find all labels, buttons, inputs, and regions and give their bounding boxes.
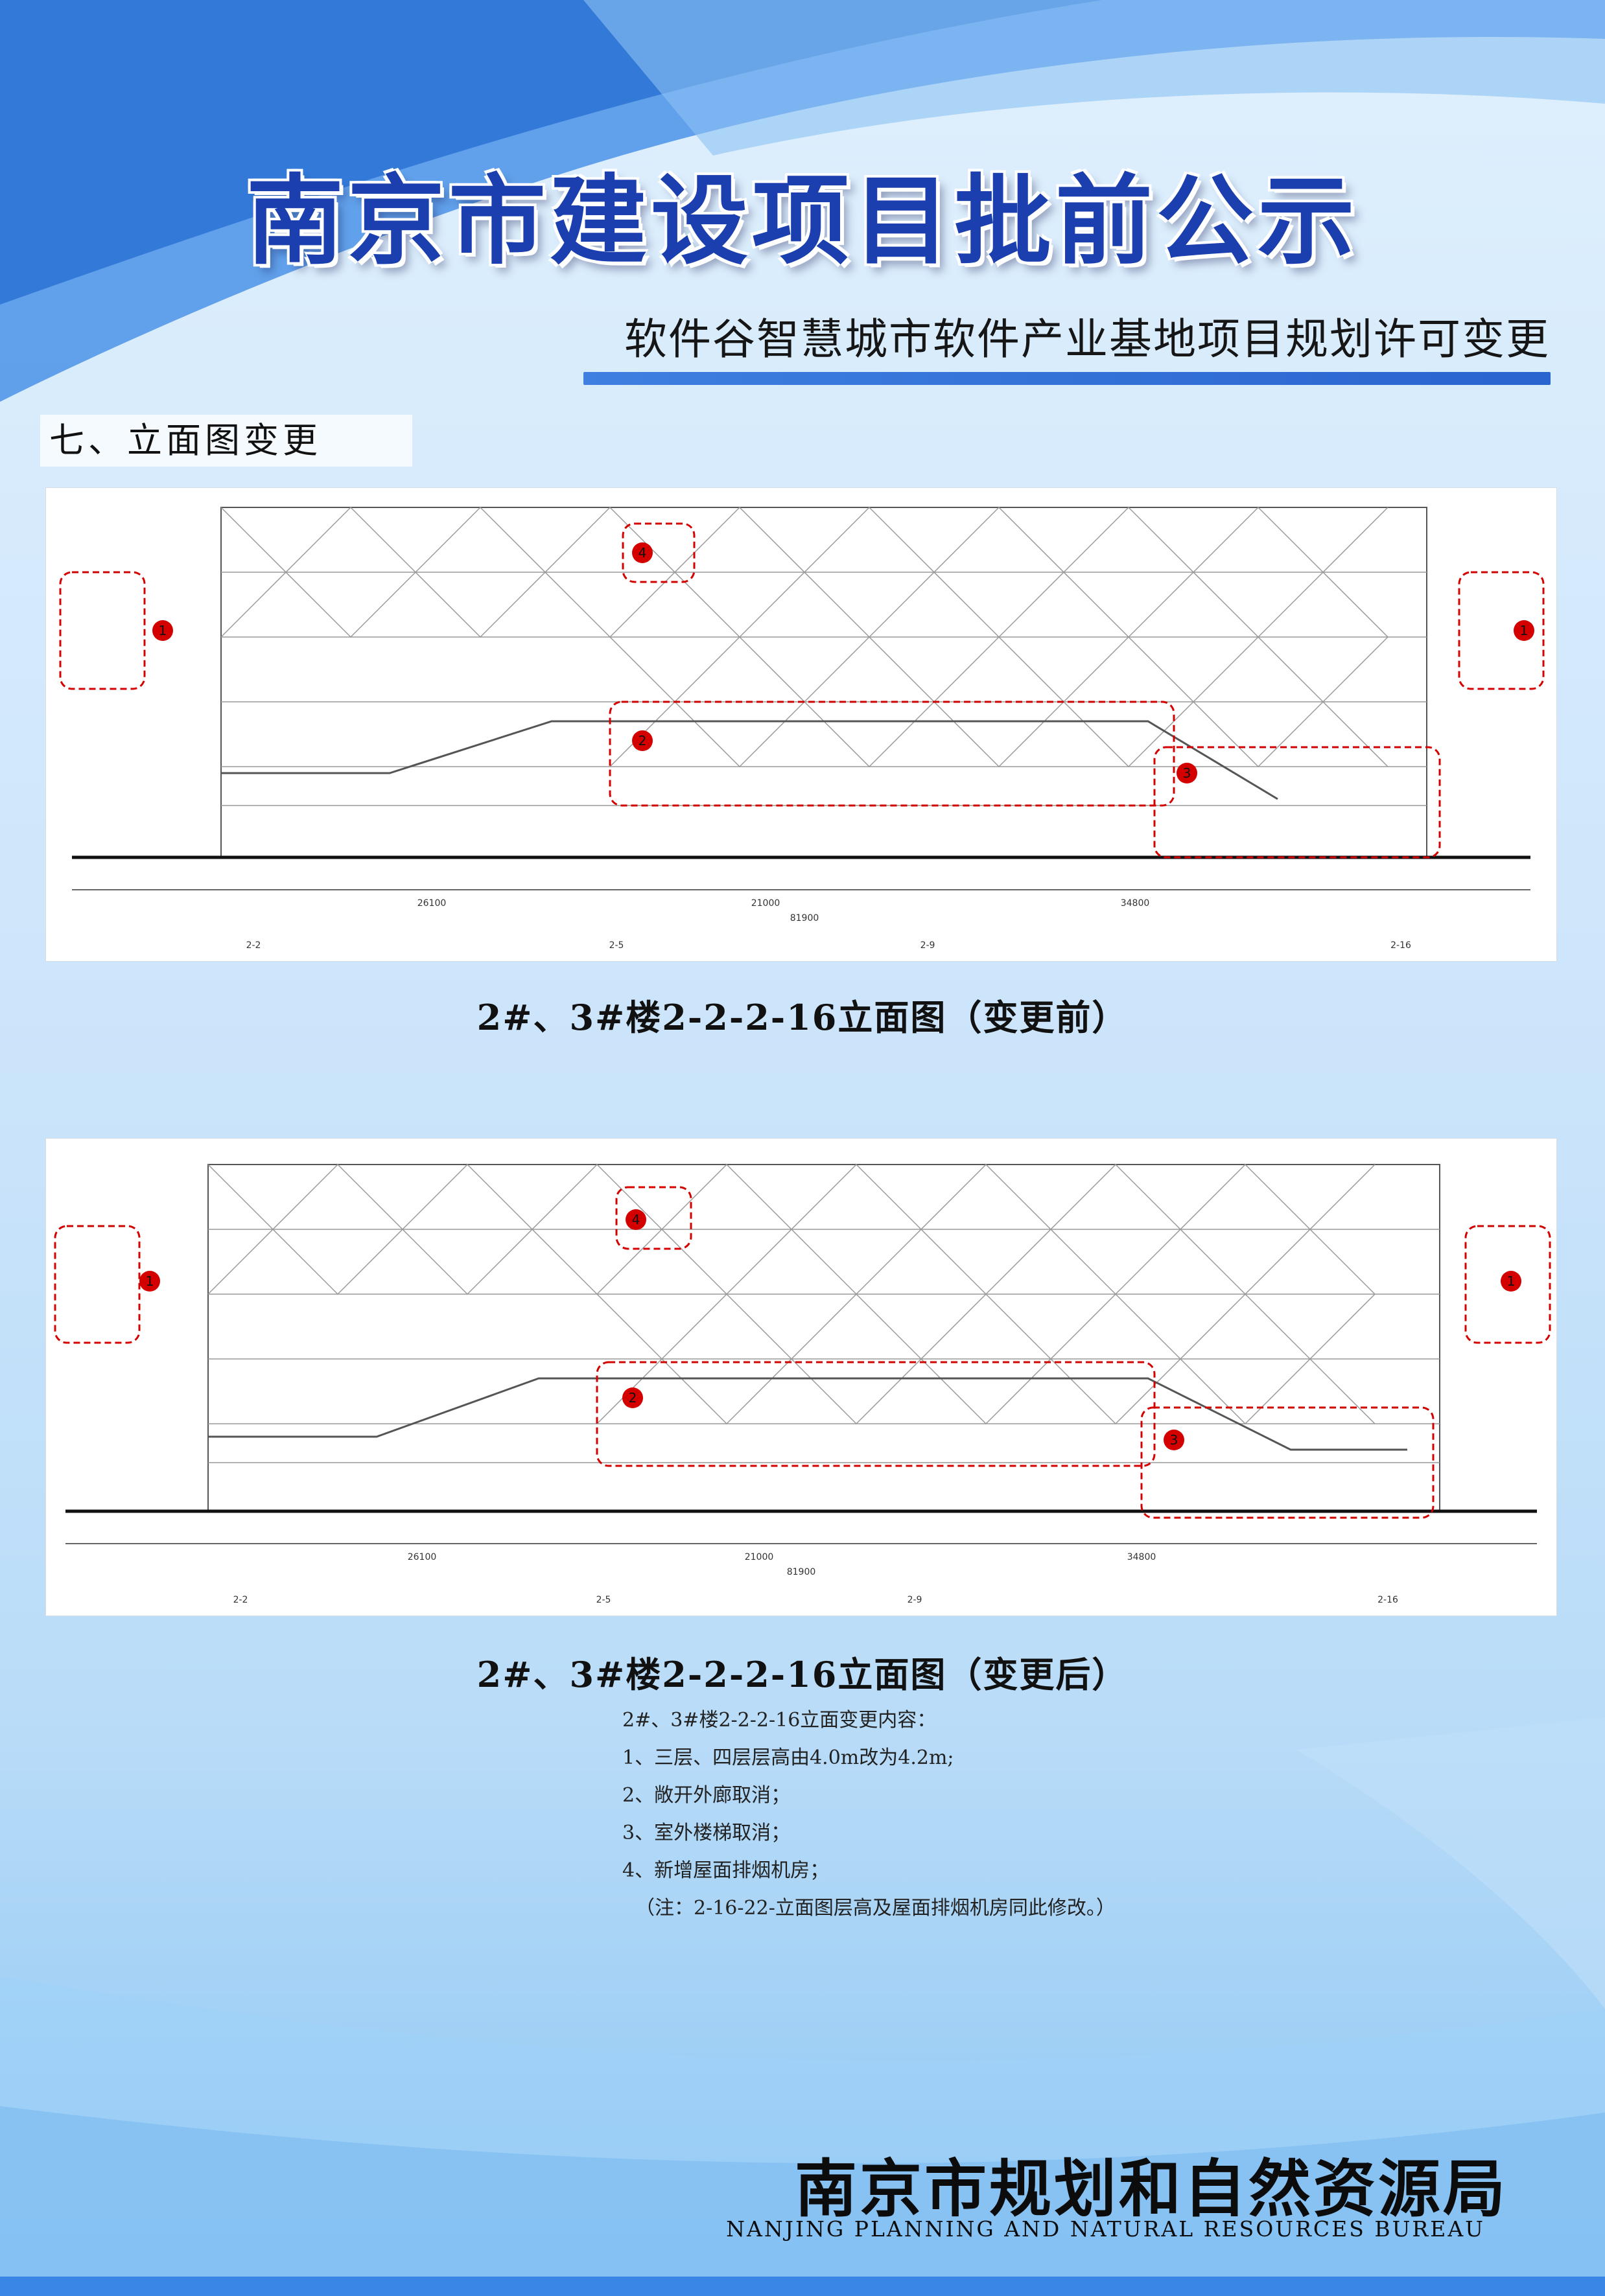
- axis-label: 2-5: [609, 940, 624, 951]
- dim-bay-1: 26100: [417, 898, 447, 909]
- main-title: 南京市建设项目批前公示: [246, 164, 1359, 278]
- axis-label: 2-2: [233, 1595, 248, 1605]
- dim-bay-3: 34800: [1121, 898, 1150, 909]
- dim-bay-2: 21000: [745, 1552, 774, 1562]
- bottom-bar: [0, 2277, 1605, 2296]
- marker-4: 4: [632, 1212, 640, 1227]
- drawing-caption-before: 2#、3#楼2-2-2-16立面图（变更前）: [476, 997, 1129, 1038]
- footer-org-english: NANJING PLANNING AND NATURAL RESOURCES B…: [726, 2216, 1485, 2242]
- change-item-1: 1、三层、四层层高由4.0m改为4.2m;: [622, 1746, 954, 1769]
- marker-1-left: 1: [159, 623, 167, 638]
- change-list-heading: 2#、3#楼2-2-2-16立面变更内容：: [622, 1709, 937, 1732]
- drawing-caption-after: 2#、3#楼2-2-2-16立面图（变更后）: [476, 1654, 1129, 1695]
- axis-label: 2-9: [920, 940, 935, 951]
- marker-1-right: 1: [1507, 1273, 1516, 1289]
- subtitle-underline: [583, 372, 1551, 385]
- dim-total: 81900: [787, 1567, 816, 1577]
- axis-label: 2-9: [908, 1595, 922, 1605]
- marker-2: 2: [629, 1390, 637, 1406]
- elevation-svg-after: 1 2 3 4 1 26100 21000 34800 81900 2-2 2-…: [54, 1163, 1551, 1605]
- marker-4: 4: [638, 545, 647, 561]
- dim-bay-1: 26100: [408, 1552, 437, 1562]
- change-item-3: 3、室外楼梯取消；: [622, 1822, 791, 1844]
- axis-label: 2-16: [1390, 940, 1411, 951]
- dim-bay-3: 34800: [1127, 1552, 1156, 1562]
- change-item-4: 4、新增屋面排烟机房；: [622, 1859, 830, 1882]
- project-subtitle: 软件谷智慧城市软件产业基地项目规划许可变更: [624, 314, 1550, 364]
- elevation-drawing-after: 1 2 3 4 1 26100 21000 34800 81900 2-2 2-…: [45, 1138, 1557, 1616]
- marker-1-right: 1: [1520, 623, 1529, 638]
- marker-3: 3: [1183, 765, 1191, 781]
- axis-label: 2-2: [246, 940, 261, 951]
- axis-label: 2-5: [596, 1595, 611, 1605]
- dim-total: 81900: [790, 913, 819, 923]
- section-title: 七、立面图变更: [40, 415, 412, 467]
- footer-org-chinese: 南京市规划和自然资源局: [795, 2152, 1508, 2225]
- change-list: 2#、3#楼2-2-2-16立面变更内容： 1、三层、四层层高由4.0m改为4.…: [622, 1702, 1116, 1927]
- elevation-svg-before: 1 2 3 4 1 26100 21000 34800 81900 2-2 2-…: [59, 506, 1545, 951]
- elevation-drawing-before: 1 2 3 4 1 26100 21000 34800 81900 2-2 2-…: [45, 487, 1557, 962]
- change-item-2: 2、敞开外廊取消；: [622, 1784, 791, 1807]
- dim-bay-2: 21000: [751, 898, 780, 909]
- marker-2: 2: [638, 733, 647, 748]
- change-note: （注：2-16-22-立面图层高及屋面排烟机房同此修改。）: [635, 1897, 1116, 1919]
- marker-1-left: 1: [146, 1273, 154, 1289]
- marker-3: 3: [1170, 1432, 1178, 1448]
- axis-label: 2-16: [1377, 1595, 1398, 1605]
